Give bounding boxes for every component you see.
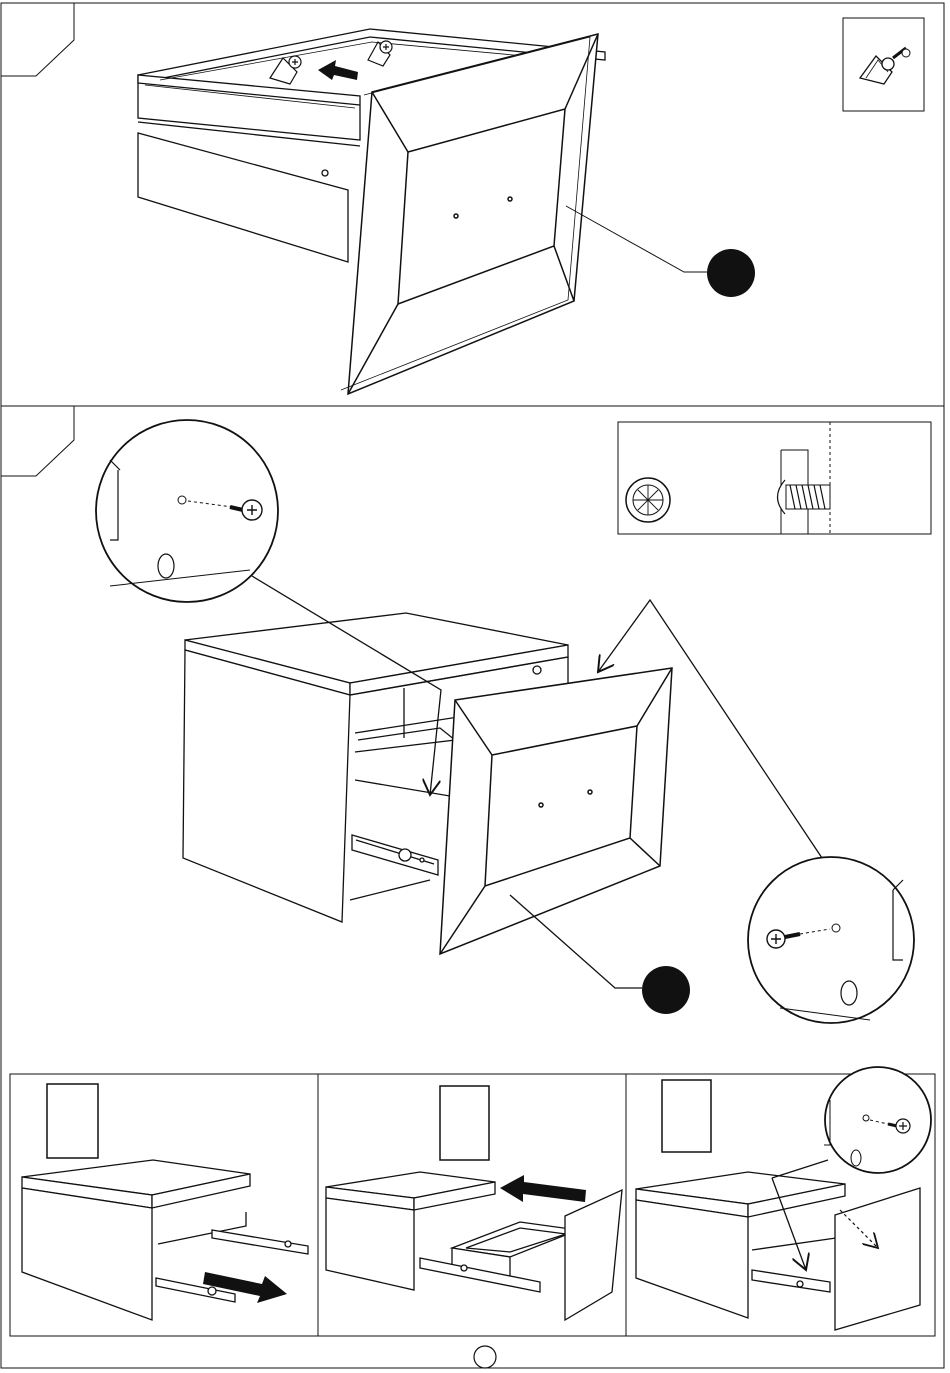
bracket-detail-box	[843, 18, 924, 111]
drawer-front	[341, 34, 598, 394]
step-b-panel	[1, 406, 935, 1368]
drawer-front-step-b	[440, 668, 672, 954]
sub-step-1-label-box	[47, 1084, 98, 1158]
step-a-tab	[1, 3, 74, 76]
callout-leader	[566, 206, 708, 272]
screw-detail-magnifier-small	[824, 1067, 931, 1173]
part-callout-badge	[707, 249, 755, 297]
page-number-badge	[474, 1346, 496, 1368]
screw-detail-magnifier-right	[748, 857, 914, 1023]
part-callout-badge-b	[642, 966, 690, 1014]
drawer-runner	[352, 835, 438, 875]
sub-step-3-label-box	[662, 1080, 711, 1152]
step-a-panel	[1, 3, 924, 394]
cam-screw-top-and-side-icon	[618, 422, 931, 534]
push-arrow-icon	[318, 60, 358, 80]
sub-step-2-label-box	[440, 1086, 489, 1160]
step-b-tab	[1, 406, 74, 476]
screw-detail-magnifier-left	[96, 420, 278, 602]
